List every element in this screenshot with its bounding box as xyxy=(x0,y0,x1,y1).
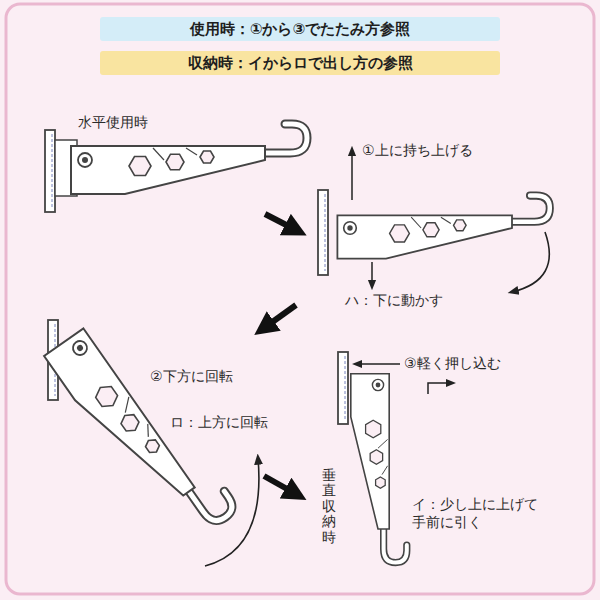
step-label: ハ：下に動かす xyxy=(345,292,443,310)
step-label: ③軽く押し込む xyxy=(404,355,501,373)
header-band: 収納時：イからロで出し方の参照 xyxy=(100,51,500,75)
bracket-rotating xyxy=(44,316,259,566)
bracket-horizontal xyxy=(45,124,307,212)
state-label: 垂直収納時 xyxy=(322,468,336,545)
step-label: ①上に持ち上げる xyxy=(362,142,473,160)
bracket-vertical xyxy=(338,352,452,563)
step-arrow xyxy=(264,214,296,494)
step-label: イ：少し上に上げて 手前に引く xyxy=(412,496,546,531)
bracket-lifted xyxy=(318,150,550,292)
step-label: ②下方に回転 xyxy=(150,368,233,386)
frame xyxy=(6,4,594,594)
header-text: 使用時：①から③でたたみ方参照 xyxy=(100,17,500,41)
state-label: 水平使用時 xyxy=(78,114,148,132)
header-band: 使用時：①から③でたたみ方参照 xyxy=(100,17,500,41)
header-text: 収納時：イからロで出し方の参照 xyxy=(100,51,500,75)
step-label: ロ：上方に回転 xyxy=(170,414,268,432)
